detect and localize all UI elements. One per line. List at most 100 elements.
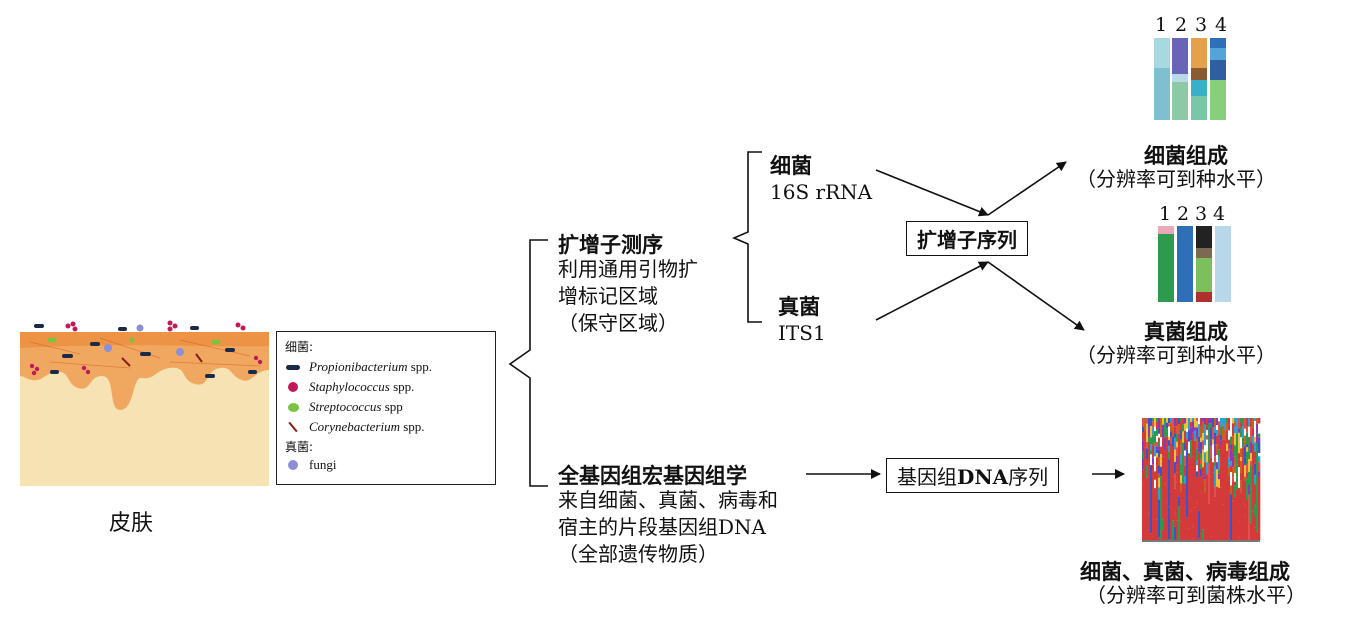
- strain-segment: [1150, 444, 1153, 451]
- strain-segment: [1184, 442, 1187, 451]
- strain-segment: [1250, 522, 1253, 533]
- strain-segment: [1240, 461, 1243, 474]
- strain-segment: [1146, 459, 1149, 466]
- strain-segment: [1226, 514, 1229, 540]
- strain-segment: [1228, 430, 1231, 440]
- strain-segment: [1232, 436, 1235, 444]
- strain-segment: [1226, 422, 1229, 432]
- strain-segment: [1170, 443, 1173, 509]
- strain-segment: [1212, 418, 1215, 428]
- strain-segment: [1238, 418, 1241, 429]
- strain-segment: [1142, 528, 1145, 540]
- strain-segment: [1230, 472, 1233, 478]
- strain-segment: [1238, 466, 1241, 476]
- strain-segment: [1232, 443, 1235, 454]
- strain-segment: [1174, 526, 1177, 540]
- strain-segment: [1164, 418, 1167, 428]
- strain-segment: [1226, 475, 1229, 515]
- strain-segment: [1178, 424, 1181, 434]
- strain-segment: [1154, 475, 1157, 480]
- strain-segment: [1204, 433, 1207, 446]
- strain-segment: [1240, 492, 1243, 540]
- strain-segment: [1240, 473, 1243, 481]
- strain-segment: [1148, 441, 1151, 450]
- strain-segment: [1146, 436, 1149, 442]
- strain-segment: [1200, 418, 1203, 427]
- strain-segment: [1146, 418, 1149, 424]
- strain-segment: [1184, 524, 1187, 540]
- strain-segment: [1156, 449, 1159, 454]
- strain-segment: [1204, 492, 1207, 518]
- strain-segment: [1154, 431, 1157, 444]
- strain-segment: [1238, 521, 1241, 538]
- strain-segment: [1196, 502, 1199, 540]
- strain-segment: [1194, 423, 1197, 428]
- strain-segment: [1220, 418, 1223, 427]
- strain-segment: [1196, 460, 1199, 466]
- strain-segment: [1228, 418, 1231, 431]
- strain-segment: [1244, 446, 1247, 457]
- strain-segment: [1156, 446, 1159, 450]
- fungi-lane-2: [1177, 226, 1193, 302]
- strain-segment: [1250, 421, 1253, 427]
- strain-segment: [1160, 466, 1163, 477]
- strain-segment: [1174, 426, 1177, 434]
- strain-segment: [1154, 479, 1157, 489]
- strain-segment: [1242, 418, 1245, 427]
- strain-segment: [1240, 422, 1243, 428]
- strain-segment: [1152, 421, 1155, 428]
- strain-segment: [1188, 453, 1191, 498]
- strain-segment: [1256, 443, 1259, 489]
- strain-segment: [1204, 479, 1207, 493]
- strain-segment: [1218, 493, 1221, 540]
- strain-segment: [1220, 487, 1223, 540]
- strain-segment: [1256, 418, 1259, 424]
- strain-segment: [1224, 440, 1227, 472]
- strain-segment: [1150, 533, 1153, 540]
- strain-segment: [1236, 422, 1239, 434]
- strain-segment: [1160, 531, 1163, 540]
- propionibacterium-icon: [286, 364, 300, 370]
- strain-segment: [1196, 471, 1199, 478]
- strain-segment: [1182, 442, 1185, 484]
- strain-segment: [1180, 439, 1183, 446]
- strain-segment: [1172, 418, 1175, 427]
- strain-segment: [1178, 506, 1181, 540]
- strain-segment: [1244, 456, 1247, 466]
- strain-segment: [1188, 430, 1191, 442]
- legend-item-streptococcus: Streptococcus spp: [285, 398, 403, 416]
- strain-segment: [1236, 418, 1239, 423]
- strain-segment: [1142, 440, 1145, 452]
- strain-segment: [1148, 513, 1151, 540]
- strain-segment: [1158, 446, 1161, 450]
- fungi-result-title: 真菌组成: [1144, 319, 1228, 344]
- strain-segment: [1166, 502, 1169, 540]
- strain-segment: [1200, 492, 1203, 514]
- strain-segment: [1206, 435, 1209, 440]
- strain-segment: [1240, 457, 1243, 462]
- strain-segment: [1240, 418, 1243, 423]
- strain-segment: [1172, 446, 1175, 477]
- strain-segment: [1174, 418, 1177, 427]
- strain-segment: [1230, 429, 1233, 437]
- strain-segment: [1182, 431, 1185, 443]
- strain-segment: [1222, 504, 1225, 540]
- amplicon-description: 利用通用引物扩 增标记区域 （保守区域）: [558, 257, 698, 335]
- strain-segment: [1190, 427, 1193, 441]
- strain-segment: [1246, 432, 1249, 445]
- strain-segment: [1226, 443, 1229, 451]
- strain-segment: [1148, 427, 1151, 438]
- strain-segment: [1164, 437, 1167, 451]
- strain-segment: [1150, 418, 1153, 426]
- strain-segment: [1216, 444, 1219, 456]
- strain-segment: [1210, 457, 1213, 477]
- strain-segment: [1200, 464, 1203, 469]
- strain-segment: [1254, 504, 1257, 516]
- strain-segment: [1216, 474, 1219, 480]
- streptococcus-icon: [287, 402, 299, 412]
- strain-segment: [1220, 440, 1223, 446]
- strain-segment: [1258, 476, 1261, 507]
- strain-segment: [1192, 418, 1195, 422]
- strain-segment: [1240, 480, 1243, 493]
- strain-segment: [1216, 479, 1219, 487]
